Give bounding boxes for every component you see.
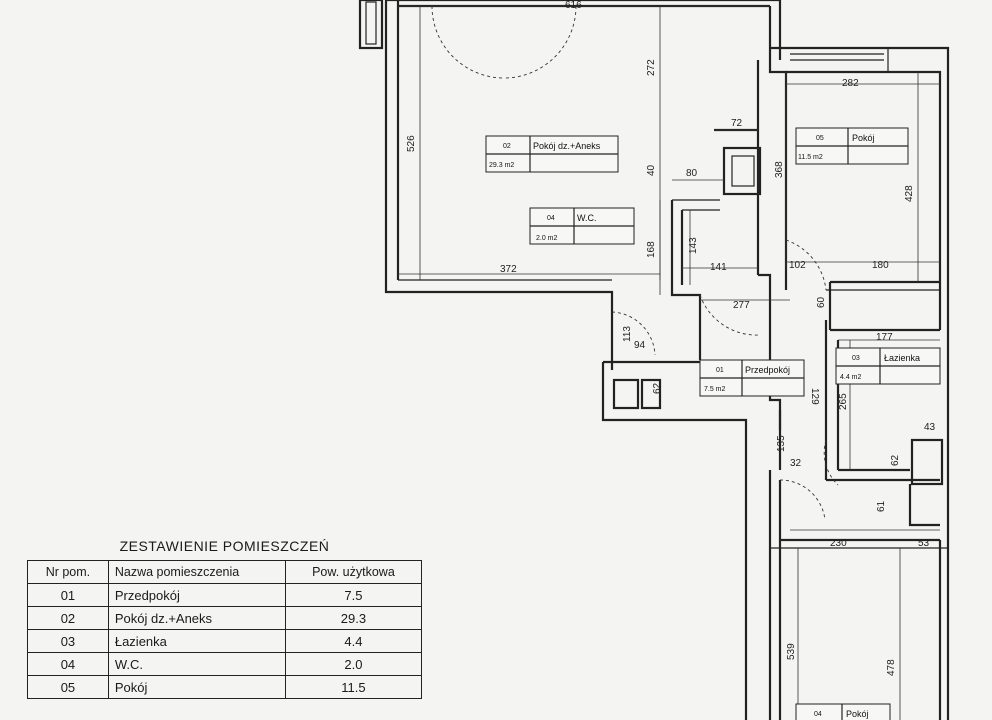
- dim-80: 80: [686, 168, 698, 179]
- room-04b-nr: 04: [814, 711, 822, 718]
- door-bedroom: [785, 239, 827, 291]
- dim-265: 265: [838, 393, 849, 410]
- room-label-04: 04 W.C. 2.0 m2: [529, 207, 635, 245]
- dim-61: 61: [876, 500, 887, 512]
- room-label-05: 05 Pokój 11.5 m2: [795, 127, 909, 165]
- dim-94: 94: [634, 340, 646, 351]
- room-01-name: Przedpokój: [745, 365, 790, 375]
- dim-368: 368: [774, 161, 785, 178]
- dimension-texts: 616 272 526 72 40 80 168 143 141 372 277…: [406, 0, 936, 676]
- schedule-header-row: Nr pom. Nazwa pomieszczenia Pow. użytkow…: [27, 560, 423, 584]
- schedule-table: Nr pom. Nazwa pomieszczenia Pow. użytkow…: [27, 560, 423, 699]
- dim-478: 478: [886, 659, 897, 676]
- cell-area: 29.3: [284, 606, 423, 630]
- dim-60: 60: [816, 296, 827, 308]
- table-row: 05 Pokój 11.5: [27, 675, 423, 699]
- header-name: Nazwa pomieszczenia: [107, 560, 286, 584]
- dim-43: 43: [924, 422, 936, 433]
- dim-272: 272: [646, 59, 657, 76]
- dim-177: 177: [876, 332, 893, 343]
- doors: [431, 5, 839, 521]
- cell-name: Przedpokój: [107, 583, 286, 607]
- vent-block: [722, 146, 762, 196]
- schedule-title: ZESTAWIENIE POMIESZCZEŃ: [119, 538, 330, 554]
- dim-180: 180: [872, 260, 889, 271]
- room-02-nr: 02: [503, 143, 511, 150]
- room-04-name: W.C.: [577, 213, 597, 223]
- dim-539: 539: [786, 643, 797, 660]
- cell-area: 2.0: [284, 652, 423, 676]
- header-nr: Nr pom.: [27, 560, 109, 584]
- table-row: 02 Pokój dz.+Aneks 29.3: [27, 606, 423, 630]
- room-02-name: Pokój dz.+Aneks: [533, 141, 601, 151]
- room-03-nr: 03: [852, 355, 860, 362]
- cell-nr: 01: [27, 583, 109, 607]
- room-02-area: 29.3 m2: [489, 162, 514, 169]
- dim-282: 282: [842, 78, 859, 89]
- room-01-nr: 01: [716, 367, 724, 374]
- room-04b-name: Pokój: [846, 709, 869, 719]
- dim-141: 141: [710, 262, 727, 273]
- cell-nr: 05: [27, 675, 109, 699]
- balcony-door-left: [431, 5, 505, 79]
- table-row: 03 Łazienka 4.4: [27, 629, 423, 653]
- cell-area: 4.4: [284, 629, 423, 653]
- room-05-name: Pokój: [852, 133, 875, 143]
- dim-230: 230: [830, 538, 847, 549]
- shaft-2: [640, 378, 662, 410]
- column-top-left: [358, 0, 384, 50]
- dim-616: 616: [565, 0, 582, 11]
- cell-area: 11.5: [284, 675, 423, 699]
- dim-372: 372: [500, 264, 517, 275]
- cell-name: Łazienka: [107, 629, 286, 653]
- door-living: [611, 311, 656, 356]
- dim-129: 129: [809, 388, 820, 405]
- shaft-1: [612, 378, 640, 410]
- room-01-area: 7.5 m2: [704, 386, 726, 393]
- room-label-02: 02 Pokój dz.+Aneks 29.3 m2: [485, 135, 619, 173]
- room-label-03: 03 Łazienka 4.4 m2: [835, 347, 941, 385]
- room-04-area: 2.0 m2: [536, 235, 558, 242]
- dim-53: 53: [918, 538, 930, 549]
- cell-nr: 02: [27, 606, 109, 630]
- header-area: Pow. użytkowa: [284, 560, 423, 584]
- dim-72: 72: [731, 118, 743, 129]
- room-04-nr: 04: [547, 215, 555, 222]
- dim-40: 40: [646, 164, 657, 176]
- dim-113: 113: [622, 326, 633, 342]
- table-row: 01 Przedpokój 7.5: [27, 583, 423, 607]
- dim-62b: 62: [890, 454, 901, 466]
- dimension-lines: [398, 5, 940, 720]
- dim-32: 32: [790, 458, 802, 469]
- bath-block: [910, 438, 944, 486]
- dim-277: 277: [733, 300, 750, 311]
- cell-name: Pokój dz.+Aneks: [107, 606, 286, 630]
- room-05-nr: 05: [816, 135, 824, 142]
- dim-102: 102: [789, 260, 806, 271]
- balcony-door-right: [503, 5, 577, 79]
- cell-area: 7.5: [284, 583, 423, 607]
- dim-168: 168: [646, 241, 657, 258]
- dim-62a: 62: [652, 382, 663, 394]
- dim-428: 428: [904, 185, 915, 202]
- dim-143: 143: [688, 237, 699, 254]
- room-label-01: 01 Przedpokój 7.5 m2: [699, 359, 805, 397]
- dim-135: 135: [776, 435, 787, 452]
- room-05-area: 11.5 m2: [798, 154, 823, 161]
- door-bath: [823, 439, 839, 486]
- cell-name: W.C.: [107, 652, 286, 676]
- room-label-04-bedroom: 04 Pokój: [795, 703, 891, 720]
- door-lower-bedroom: [779, 479, 826, 521]
- door-wc: [699, 294, 761, 336]
- room-03-area: 4.4 m2: [840, 374, 862, 381]
- room-03-name: Łazienka: [884, 353, 920, 363]
- room-schedule: ZESTAWIENIE POMIESZCZEŃ Nr pom. Nazwa po…: [27, 538, 423, 699]
- cell-name: Pokój: [107, 675, 286, 699]
- table-row: 04 W.C. 2.0: [27, 652, 423, 676]
- dim-526: 526: [406, 135, 417, 152]
- cell-nr: 04: [27, 652, 109, 676]
- cell-nr: 03: [27, 629, 109, 653]
